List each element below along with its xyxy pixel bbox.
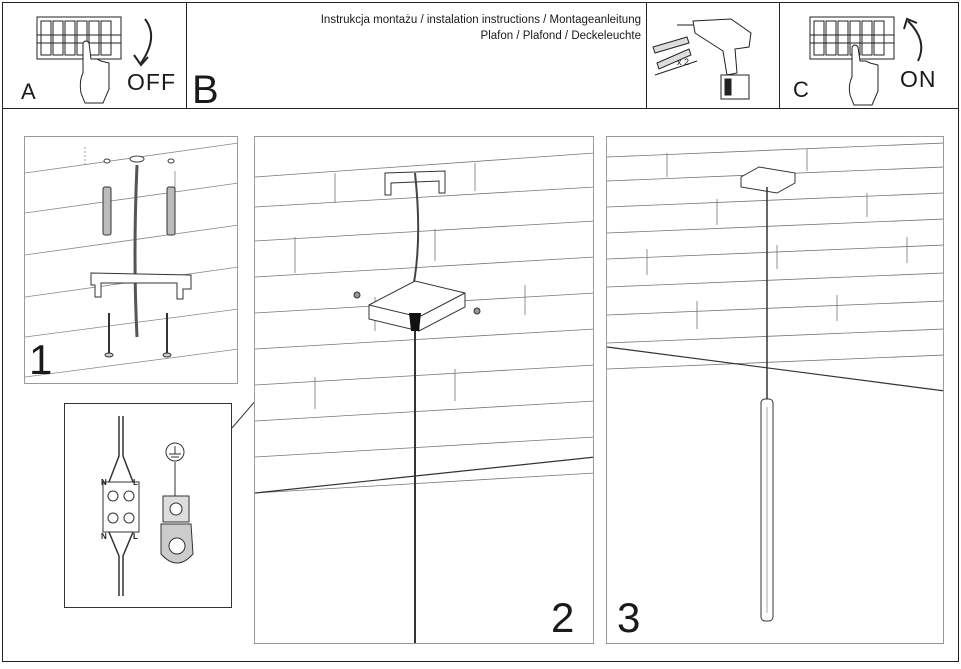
label-n-top: N — [101, 478, 107, 487]
dowel-icon — [652, 36, 692, 70]
power-cable — [133, 164, 139, 338]
cable-grip — [409, 313, 421, 331]
screw-icon — [654, 60, 698, 76]
tools-quantity: x 2 — [677, 57, 690, 67]
panel-3-illustration — [607, 142, 943, 622]
step-a-state: OFF — [127, 69, 176, 95]
step-c-box: C ON — [779, 2, 959, 109]
panel-2-illustration — [255, 152, 593, 643]
panel-1-number: 1 — [29, 336, 53, 383]
wiring-illustration — [102, 416, 194, 596]
hand-icon — [79, 40, 110, 104]
wiring-detail: N L N L — [64, 403, 232, 608]
pendant-lamp — [760, 398, 774, 622]
circuit-breaker-icon — [36, 16, 122, 60]
mounting-bracket — [90, 272, 192, 300]
ceiling-edge — [607, 346, 943, 392]
wire-pair — [108, 416, 134, 596]
breaker-on-illustration — [809, 16, 923, 106]
ground-clamp — [160, 495, 194, 564]
step-c-state: ON — [900, 66, 937, 92]
canopy — [740, 166, 796, 194]
step-c-letter: C — [793, 77, 809, 102]
ceiling-planks — [607, 142, 943, 370]
panel-3: 3 — [606, 136, 944, 644]
ground-symbol-icon — [165, 442, 185, 496]
arrow-down-icon — [133, 18, 152, 67]
breaker-off-illustration — [36, 16, 152, 104]
step-b-letter: B — [192, 68, 219, 112]
panel-2: 2 — [254, 136, 594, 644]
drill-icon — [677, 18, 752, 100]
mounting-bracket — [384, 170, 446, 196]
label-n-bottom: N — [101, 532, 107, 541]
mounting-holes — [103, 155, 175, 164]
document-title: Instrukcja montażu / instalation instruc… — [321, 12, 641, 44]
label-l-top: L — [133, 478, 138, 487]
header-divider — [185, 108, 959, 109]
label-l-bottom: L — [133, 532, 138, 541]
step-a-box: A OFF — [2, 2, 187, 109]
arrow-up-icon — [903, 17, 923, 62]
panel-3-number: 3 — [617, 594, 641, 641]
panel-2-number: 2 — [551, 594, 575, 641]
title-line-1: Instrukcja montażu / instalation instruc… — [320, 14, 641, 26]
canopy — [368, 280, 466, 332]
step-a-letter: A — [21, 79, 36, 104]
terminal-block-icon — [102, 481, 140, 533]
panel-1-illustration — [25, 142, 237, 378]
panel-1: 1 — [24, 136, 238, 384]
dowel-icon — [102, 186, 176, 236]
title-line-2: Plafon / Plafond / Deckeleuchte — [480, 30, 641, 42]
power-cable — [410, 172, 420, 298]
ceiling-planks — [255, 152, 593, 494]
screw-icon — [353, 291, 481, 315]
ceiling-edge — [255, 456, 593, 494]
hand-icon — [848, 44, 879, 106]
screw-icon — [104, 313, 172, 358]
tools-illustration — [652, 18, 752, 100]
